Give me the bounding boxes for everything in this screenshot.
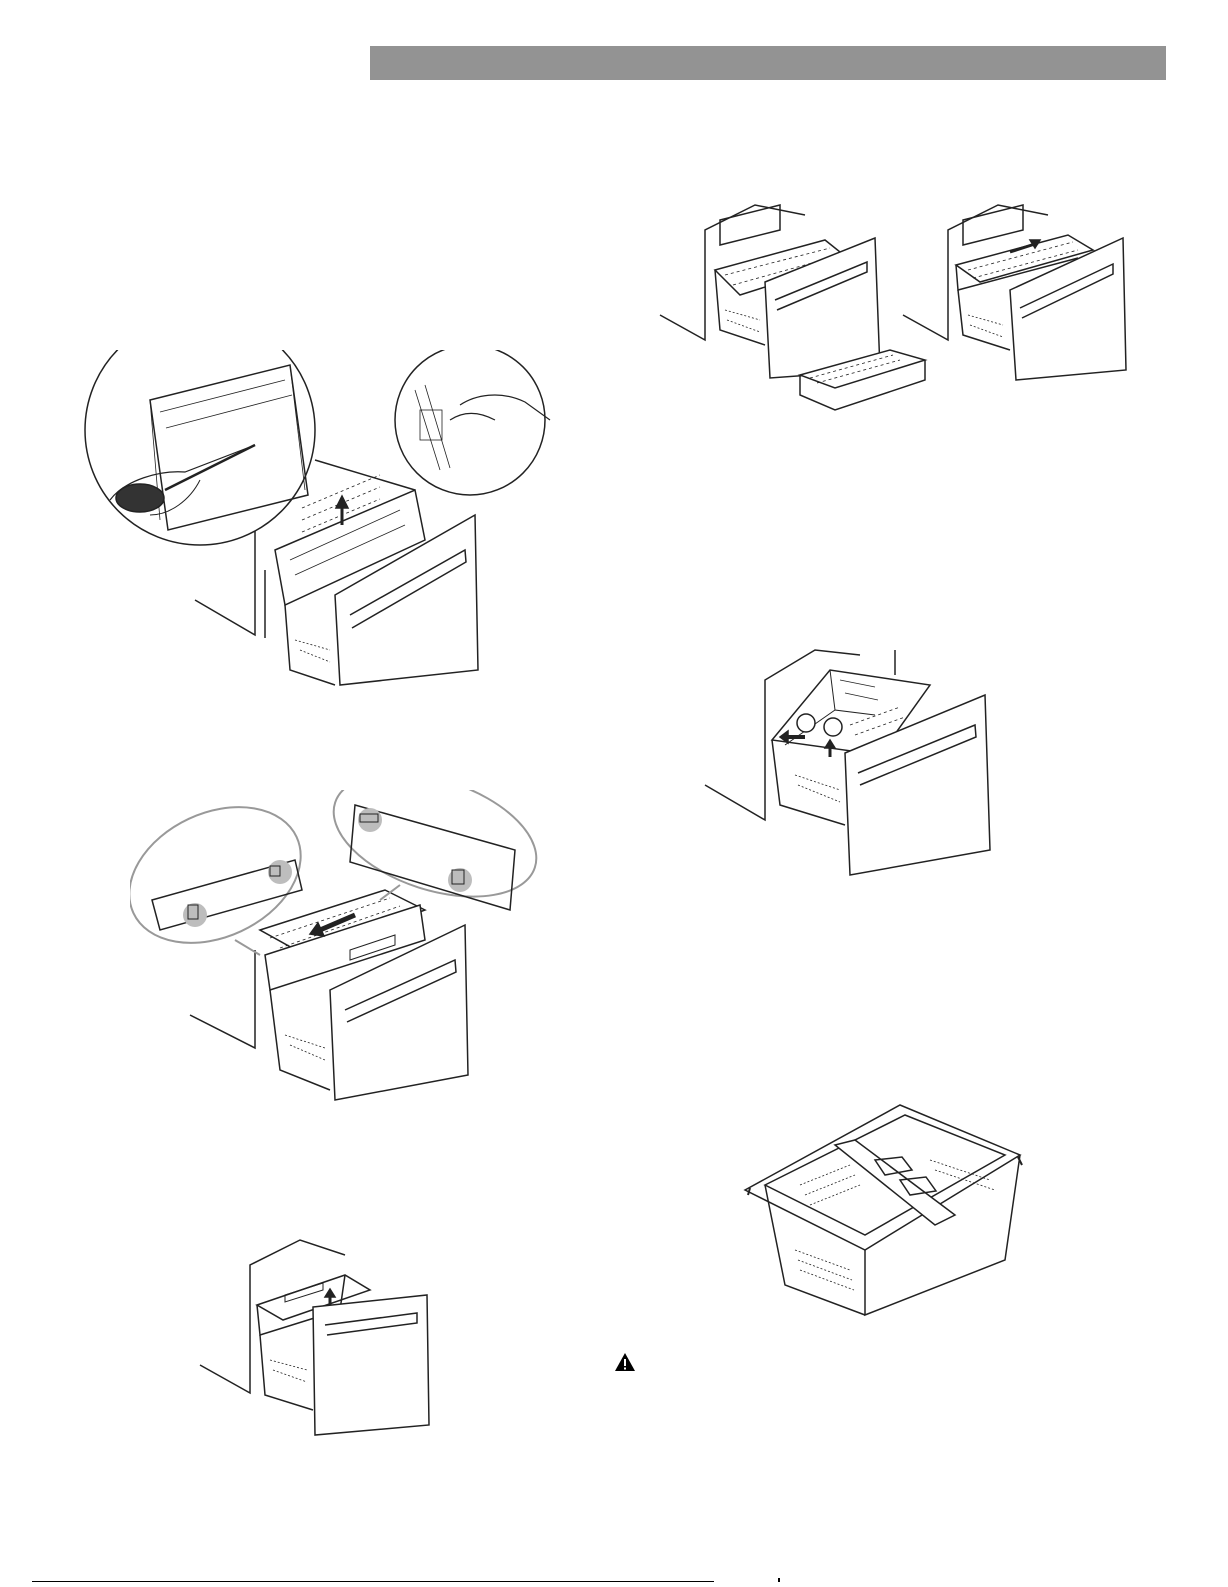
fig-tray-removed <box>655 200 930 420</box>
fig-install-bin-callouts <box>130 790 550 1110</box>
footer-mark <box>778 1578 780 1582</box>
warning-triangle-icon <box>614 1352 636 1372</box>
footer-rule <box>32 1581 714 1582</box>
fig-lift-bin-small <box>195 1235 440 1440</box>
fig-basket-divider <box>740 1085 1030 1325</box>
fig-remove-bin-tools <box>80 350 560 690</box>
fig-tray-installed <box>898 200 1133 390</box>
fig-basket-steps <box>700 645 995 880</box>
section-header-bar <box>370 46 1166 80</box>
